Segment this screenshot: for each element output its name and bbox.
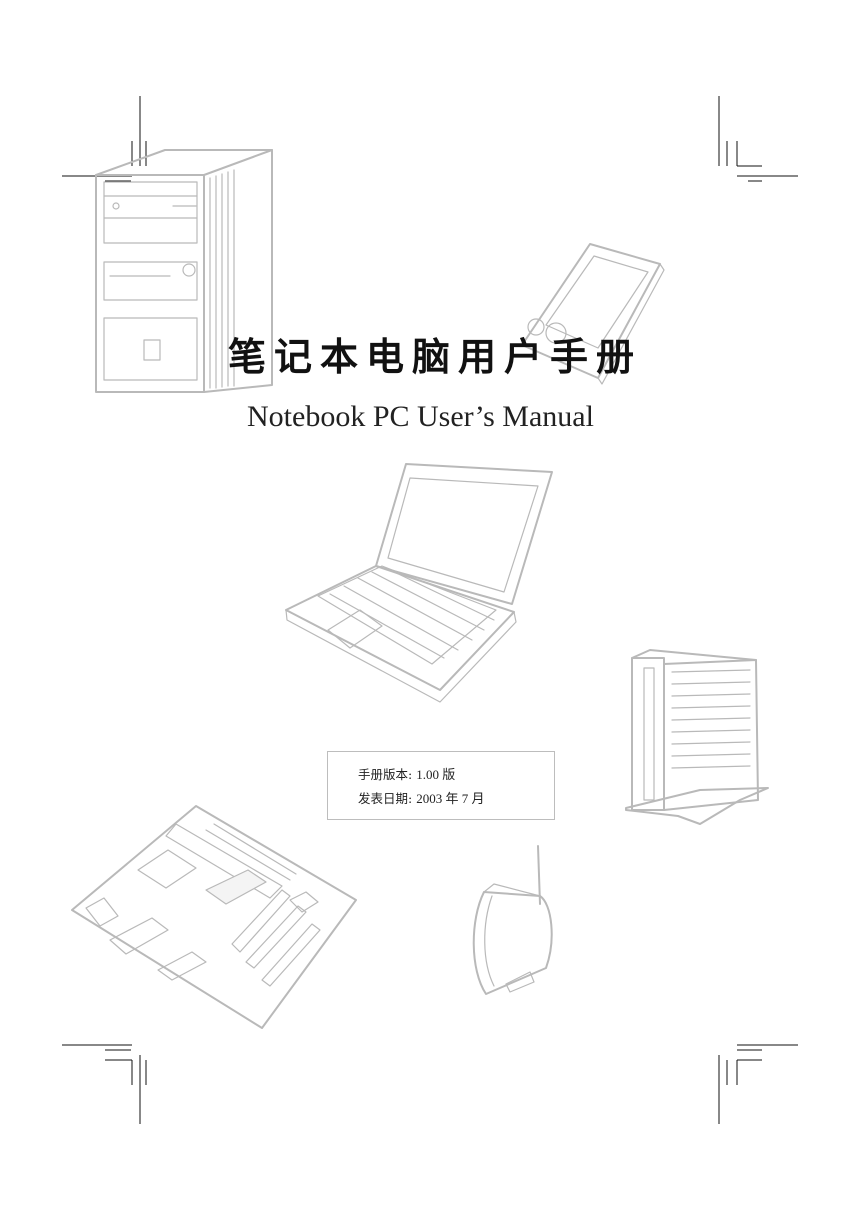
document-title-chinese: 笔记本电脑用户手册 (228, 334, 643, 379)
document-title-english: Notebook PC User’s Manual (247, 400, 594, 433)
mini-pc-icon (625, 649, 769, 825)
router-icon (472, 845, 553, 995)
version-info-box: 手册版本: 1.00 版 发表日期: 2003 年 7 月 (327, 751, 555, 820)
date-value: 2003 年 7 月 (416, 791, 485, 806)
date-label: 发表日期: (358, 791, 413, 806)
desktop-tower-icon (95, 149, 273, 393)
date-row: 发表日期: 2003 年 7 月 (358, 787, 554, 811)
laptop-icon (285, 463, 553, 703)
version-value: 1.00 版 (416, 767, 456, 782)
version-label: 手册版本: (358, 767, 413, 782)
motherboard-icon (71, 805, 357, 1029)
version-row: 手册版本: 1.00 版 (358, 763, 554, 787)
pda-icon (521, 243, 665, 385)
